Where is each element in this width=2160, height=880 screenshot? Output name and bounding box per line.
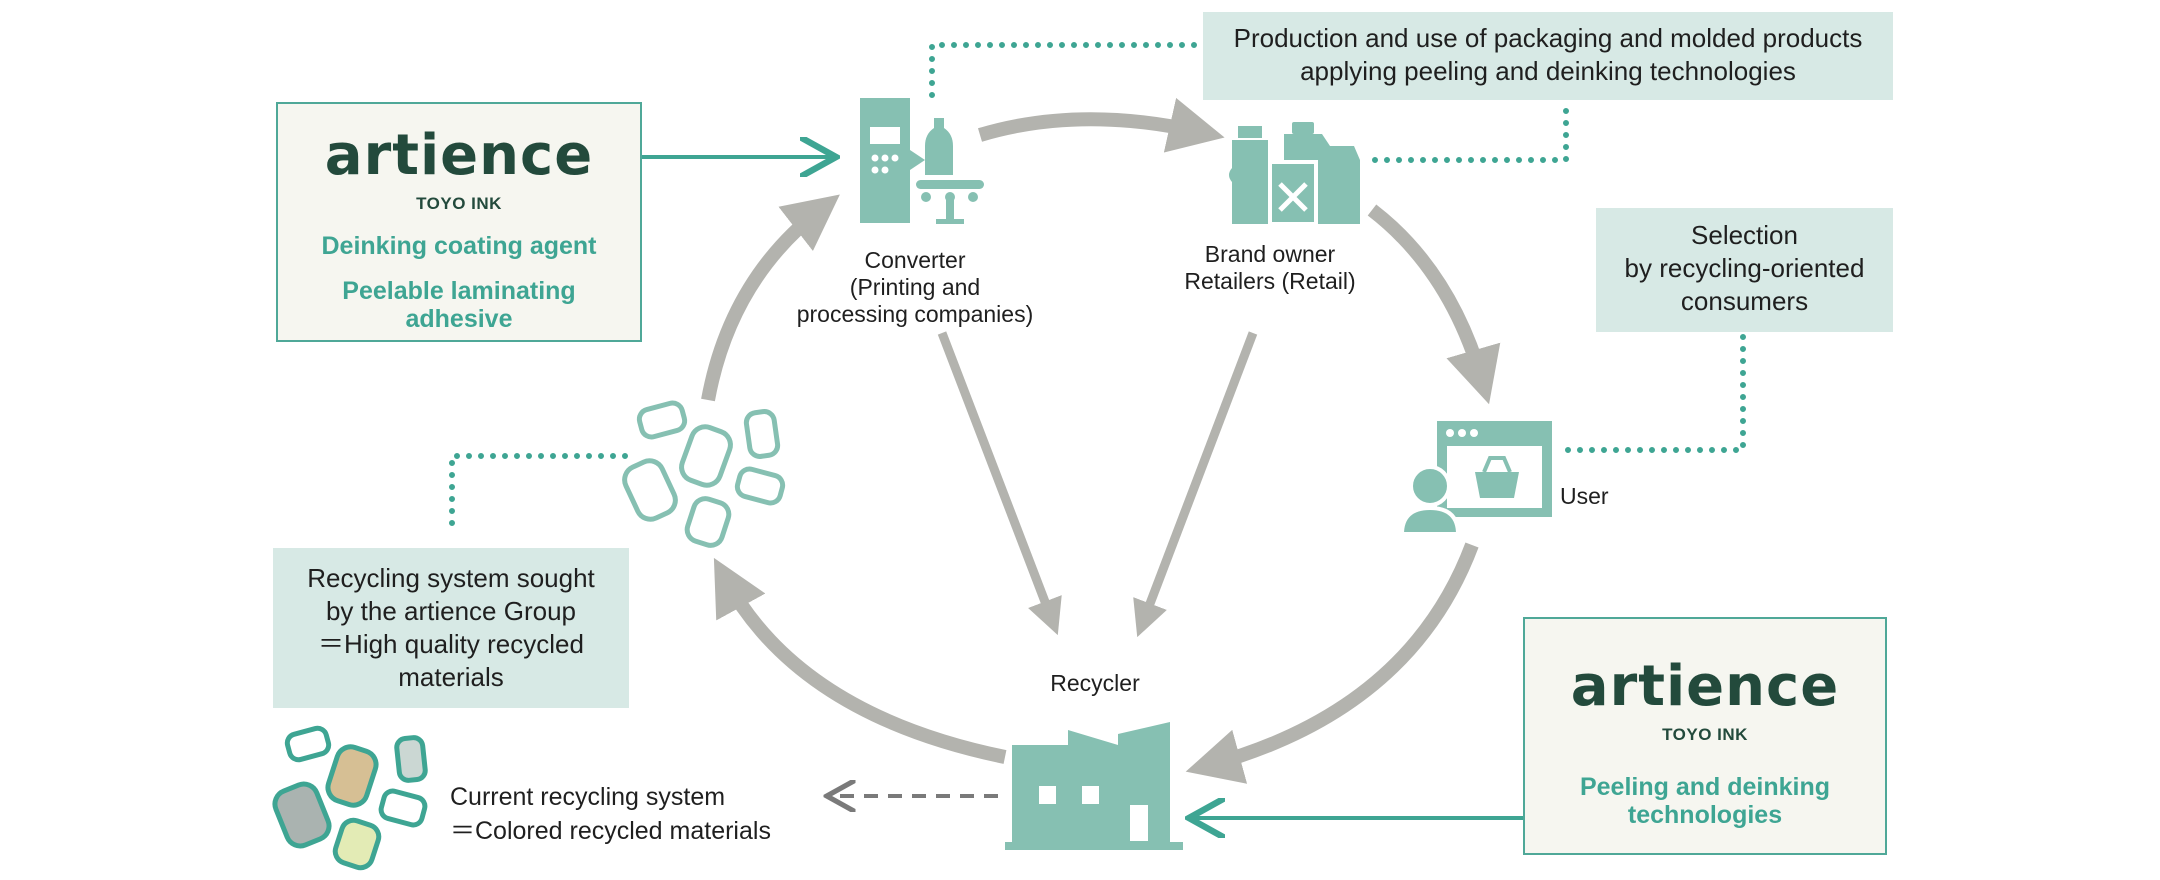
current-system-label: Current recycling system ＝Colored recycl… bbox=[450, 780, 840, 848]
converter-label-line1: Converter bbox=[864, 247, 966, 273]
toyo-ink-label: TOYO INK bbox=[1662, 725, 1748, 744]
dotted-brand-to-production bbox=[1372, 99, 1569, 163]
selection-note-line1: Selection bbox=[1691, 220, 1798, 250]
brand-owner-icon bbox=[1229, 122, 1360, 226]
converter-label-line2: (Printing and bbox=[849, 274, 981, 300]
selection-note-line2: by recycling-oriented bbox=[1624, 253, 1865, 283]
brand-owner-label-line1: Brand owner bbox=[1204, 241, 1336, 267]
quality-pellets-icon bbox=[622, 400, 786, 548]
arrow-converter-to-recycler bbox=[937, 331, 1062, 636]
colored-pellets-icon bbox=[272, 725, 428, 871]
recycling-system-note: Recycling system sought by the artience … bbox=[273, 548, 629, 708]
recycling-system-line4: materials bbox=[398, 662, 504, 692]
selection-note: Selection by recycling-oriented consumer… bbox=[1596, 208, 1893, 332]
arrow-user-to-recycler bbox=[1185, 542, 1479, 784]
technologies-label: technologies bbox=[1627, 801, 1783, 829]
arrow-materials-to-converter bbox=[701, 194, 840, 402]
recycling-system-line2: by the artience Group bbox=[325, 596, 577, 626]
converter-label: Converter (Printing and processing compa… bbox=[760, 247, 1070, 328]
peelable-laminating-label: Peelable laminating bbox=[342, 277, 576, 305]
toyo-ink-label: TOYO INK bbox=[416, 194, 502, 213]
brand-owner-label-line2: Retailers (Retail) bbox=[1184, 268, 1356, 294]
arrow-brand-to-user bbox=[1367, 204, 1501, 405]
converter-label-line3: processing companies) bbox=[796, 301, 1034, 327]
recycler-label: Recycler bbox=[1050, 670, 1140, 696]
converter-icon bbox=[860, 98, 984, 224]
dotted-materials-to-system bbox=[449, 453, 628, 536]
current-system-line1: Current recycling system bbox=[450, 783, 726, 811]
production-note-line1: Production and use of packaging and mold… bbox=[1233, 23, 1863, 53]
recycling-system-line3: ＝High quality recycled bbox=[318, 629, 584, 659]
selection-note-line3: consumers bbox=[1680, 286, 1809, 316]
artience-brand-box-top: artience TOYO INK Deinking coating agent… bbox=[276, 102, 642, 342]
production-note: Production and use of packaging and mold… bbox=[1203, 12, 1893, 100]
arrow-brand-to-recycler bbox=[1133, 331, 1258, 638]
production-note-line2: applying peeling and deinking technologi… bbox=[1300, 56, 1796, 86]
dotted-user-to-selection bbox=[1565, 332, 1746, 453]
artience-logo: artience bbox=[1570, 654, 1840, 719]
brand-owner-label: Brand owner Retailers (Retail) bbox=[1150, 241, 1390, 295]
artience-logo: artience bbox=[324, 123, 594, 188]
arrow-recycler-to-materials bbox=[713, 557, 1007, 764]
arrow-converter-to-brand bbox=[977, 97, 1225, 153]
adhesive-label: adhesive bbox=[405, 305, 513, 333]
peeling-deinking-label: Peeling and deinking bbox=[1579, 773, 1831, 801]
current-system-line2: ＝Colored recycled materials bbox=[450, 817, 771, 845]
user-label: User bbox=[1560, 483, 1609, 509]
deinking-coating-agent-label: Deinking coating agent bbox=[321, 232, 597, 260]
dotted-converter-to-production bbox=[929, 42, 1203, 98]
artience-brand-box-bottom: artience TOYO INK Peeling and deinking t… bbox=[1523, 617, 1887, 855]
user-icon bbox=[1399, 421, 1552, 536]
recycler-factory-icon bbox=[1005, 722, 1183, 850]
recycling-system-line1: Recycling system sought bbox=[307, 563, 595, 593]
